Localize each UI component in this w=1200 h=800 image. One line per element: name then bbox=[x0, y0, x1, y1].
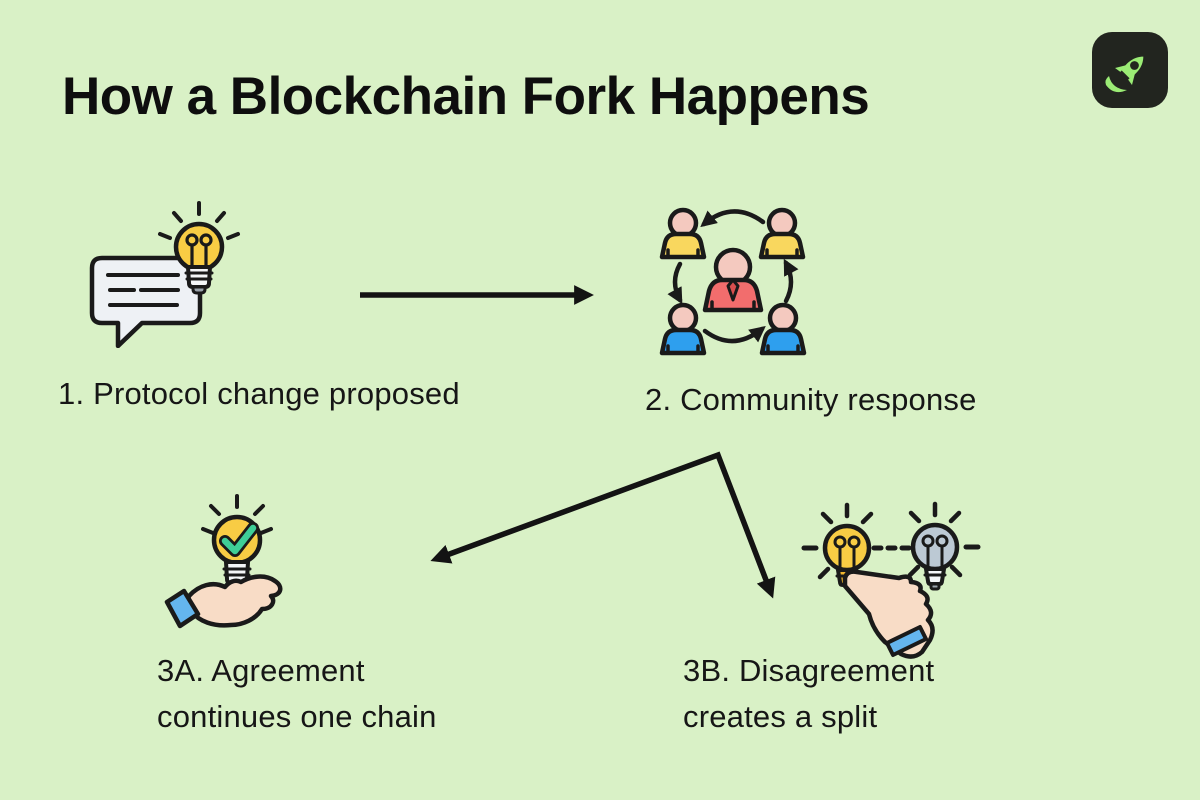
shirt-notches bbox=[666, 248, 800, 355]
bulb-tip bbox=[191, 285, 207, 295]
step3b-label-line2: creates a split bbox=[683, 699, 878, 734]
bulb-rays bbox=[817, 501, 963, 580]
step2-label: 2. Community response bbox=[645, 382, 977, 417]
bulb-rays bbox=[201, 494, 273, 535]
bulb-rays bbox=[158, 201, 240, 240]
sleeve-cuff bbox=[885, 625, 928, 657]
speech-bubble-lightbulb-icon bbox=[89, 201, 240, 348]
step3a-label-line1: 3A. Agreement bbox=[157, 653, 365, 688]
people-heads bbox=[667, 207, 799, 334]
page-title: How a Blockchain Fork Happens bbox=[62, 67, 870, 126]
step3b-label: 3B. Disagreement creates a split bbox=[683, 648, 934, 740]
bubble-text-lines bbox=[106, 273, 180, 307]
step3a-label-line2: continues one chain bbox=[157, 699, 437, 734]
step3b-label-line1: 3B. Disagreement bbox=[683, 653, 935, 688]
rejected-bulb bbox=[910, 522, 960, 572]
dashed-divider bbox=[801, 544, 981, 551]
central-person-tie bbox=[726, 278, 740, 302]
hand-choosing-idea-icon bbox=[801, 501, 981, 659]
cycle-arrows bbox=[667, 209, 799, 344]
bulb-base bbox=[186, 265, 212, 289]
hand-holding-approved-idea-icon bbox=[164, 494, 283, 629]
chosen-bulb-filament bbox=[833, 535, 861, 571]
bulb-base-lines bbox=[222, 567, 252, 577]
bulb-base-lines bbox=[184, 271, 214, 281]
open-hand bbox=[185, 574, 283, 628]
rejected-bulb-tip bbox=[929, 582, 941, 591]
blue-members bbox=[659, 327, 807, 356]
step1-label: 1. Protocol change proposed bbox=[58, 376, 460, 411]
rocket-logo bbox=[1092, 32, 1168, 108]
rocket-icon bbox=[1105, 56, 1144, 93]
chosen-bulb bbox=[822, 523, 872, 573]
community-discussion-icon bbox=[659, 207, 807, 356]
bulb-filament bbox=[185, 233, 213, 269]
checkmark-icon bbox=[221, 524, 257, 555]
step3a-label: 3A. Agreement continues one chain bbox=[157, 648, 437, 740]
yellow-members bbox=[659, 231, 806, 260]
arrow-step2-to-outcomes bbox=[430, 451, 776, 599]
speech-bubble bbox=[89, 255, 203, 348]
sleeve-cuff bbox=[164, 588, 201, 629]
rejected-bulb-filament bbox=[921, 534, 949, 570]
idea-bulb bbox=[173, 221, 225, 273]
